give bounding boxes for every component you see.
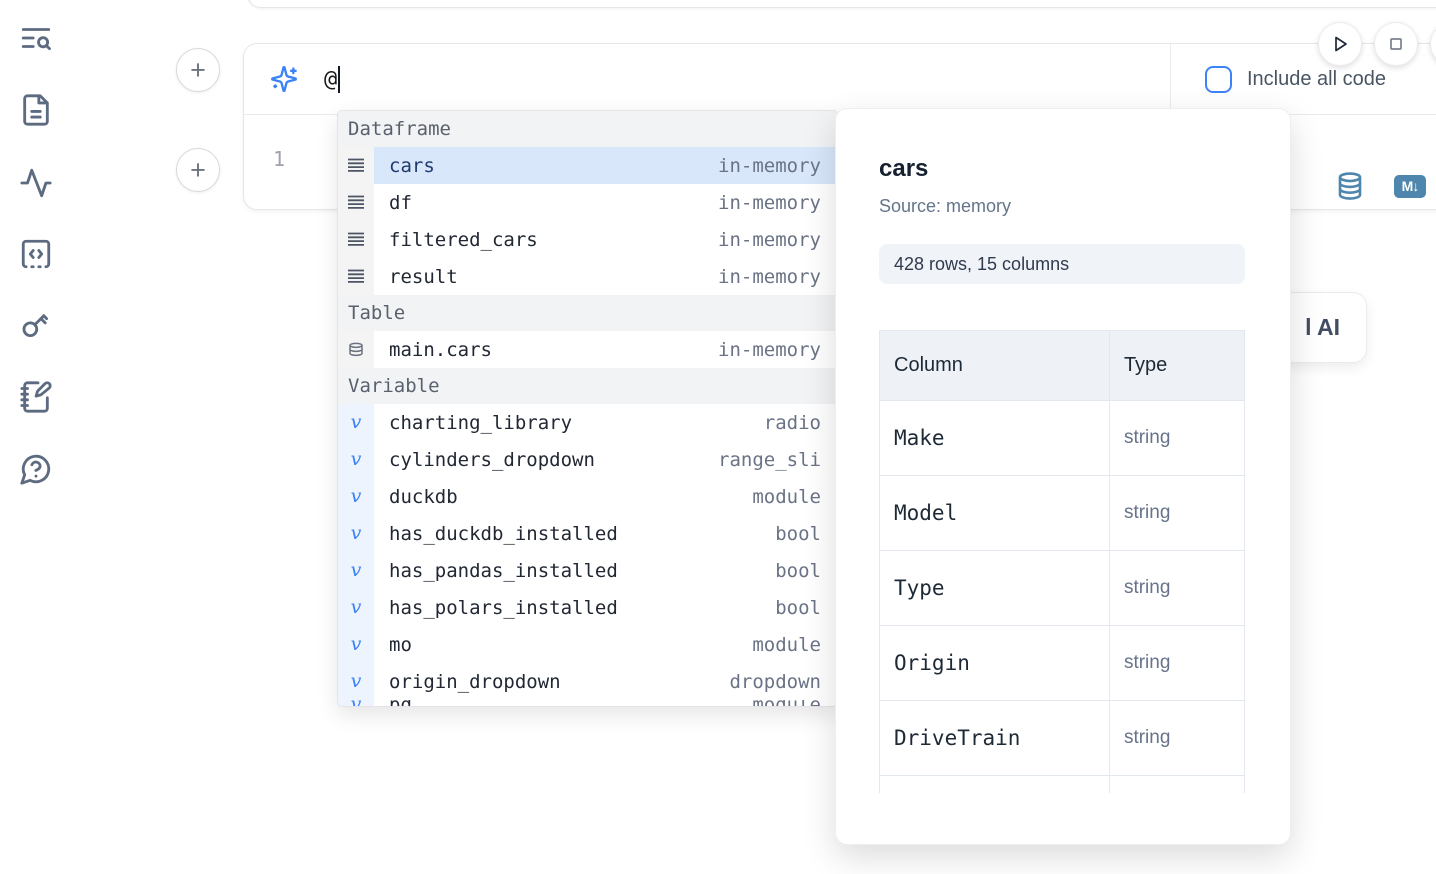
preview-shape-badge: 428 rows, 15 columns [879, 244, 1245, 284]
help-chat-icon[interactable] [19, 452, 53, 486]
table-row: Make string [879, 400, 1245, 476]
column-header: Column [879, 330, 1110, 401]
autocomplete-item[interactable]: v origin_dropdown dropdown [338, 663, 837, 700]
item-icon-gutter: v [338, 663, 374, 700]
item-icon-gutter: v [338, 184, 374, 221]
variable-icon: v [350, 559, 362, 581]
autocomplete-item[interactable]: v cars in-memory [338, 147, 837, 184]
autocomplete-item[interactable]: v mo module [338, 626, 837, 663]
previous-cell-edge [247, 0, 1436, 8]
include-code-section: Include all code [1171, 44, 1436, 114]
autocomplete-item[interactable]: v charting_library radio [338, 404, 837, 441]
item-icon-gutter: v [338, 700, 374, 706]
item-icon-gutter: v [338, 331, 374, 368]
autocomplete-item[interactable]: v df in-memory [338, 184, 837, 221]
preview-title: cars [879, 155, 929, 182]
variable-icon: v [350, 633, 362, 655]
play-icon [1328, 32, 1352, 56]
autocomplete-item[interactable]: v main.cars in-memory [338, 331, 837, 368]
prompt-value: @ [324, 66, 338, 92]
table-icon [348, 342, 364, 358]
autocomplete-item[interactable]: v result in-memory [338, 258, 837, 295]
item-icon-gutter: v [338, 258, 374, 295]
autocomplete-item[interactable]: v filtered_cars in-memory [338, 221, 837, 258]
markdown-icon[interactable]: M↓ [1394, 174, 1426, 198]
autocomplete-section-header: Variable [338, 368, 837, 404]
table-row: DriveTrain string [879, 700, 1245, 776]
item-icon-gutter: v [338, 552, 374, 589]
item-icon-gutter: v [338, 221, 374, 258]
ai-prompt-input[interactable]: @ [244, 44, 1171, 114]
cell-actions: M↓ [1335, 171, 1426, 201]
table-row [879, 775, 1245, 793]
variable-icon: v [350, 522, 362, 544]
table-row: Model string [879, 475, 1245, 551]
item-icon-gutter: v [338, 147, 374, 184]
stop-cell-button[interactable] [1374, 22, 1418, 66]
type-header: Type [1108, 330, 1245, 401]
autocomplete-item[interactable]: v duckdb module [338, 478, 837, 515]
item-icon-gutter: v [338, 478, 374, 515]
autocomplete-item[interactable]: v has_pandas_installed bool [338, 552, 837, 589]
item-icon-gutter: v [338, 626, 374, 663]
add-cell-above-button[interactable]: + [176, 48, 220, 92]
notebook-pen-icon[interactable] [19, 380, 53, 414]
dataframe-icon [347, 269, 365, 284]
variable-icon: v [350, 670, 362, 692]
key-icon[interactable] [19, 308, 53, 342]
text-caret [338, 65, 341, 93]
autocomplete-section-header: Table [338, 295, 837, 331]
item-icon-gutter: v [338, 515, 374, 552]
dataframe-icon [347, 195, 365, 210]
dataframe-preview-popup: cars Source: memory 428 rows, 15 columns… [835, 108, 1291, 845]
code-editor[interactable]: 1 [244, 115, 1436, 209]
file-text-icon[interactable] [19, 93, 53, 127]
item-icon-gutter: v [338, 441, 374, 478]
columns-table: Column Type Make string Model string Typ… [879, 330, 1245, 793]
item-icon-gutter: v [338, 404, 374, 441]
dataframe-icon [347, 158, 365, 173]
variable-icon: v [350, 448, 362, 470]
add-cell-below-button[interactable]: + [176, 148, 220, 192]
include-all-code-label: Include all code [1247, 67, 1386, 90]
run-cell-button[interactable] [1318, 22, 1362, 66]
autocomplete-item[interactable]: v pd module [338, 700, 837, 706]
variable-icon: v [350, 596, 362, 618]
dataframe-icon [347, 232, 365, 247]
database-icon[interactable] [1335, 171, 1365, 201]
autocomplete-item[interactable]: v cylinders_dropdown range_sli [338, 441, 837, 478]
table-row: Type string [879, 550, 1245, 626]
autocomplete-item[interactable]: v has_duckdb_installed bool [338, 515, 837, 552]
stop-icon [1384, 32, 1408, 56]
autocomplete-item[interactable]: v has_polars_installed bool [338, 589, 837, 626]
activity-icon[interactable] [19, 166, 53, 200]
variable-icon: v [350, 485, 362, 507]
item-icon-gutter: v [338, 589, 374, 626]
sidebar [0, 0, 72, 874]
text-search-icon[interactable] [19, 21, 53, 55]
variable-icon: v [351, 700, 362, 706]
table-row: Origin string [879, 625, 1245, 701]
ai-prompt-row: @ Include all code [244, 44, 1436, 115]
preview-table-wrap: Column Type Make string Model string Typ… [879, 330, 1245, 793]
variable-icon: v [350, 411, 362, 433]
include-all-code-checkbox[interactable] [1205, 65, 1232, 93]
sparkles-icon [270, 65, 298, 93]
preview-source: Source: memory [879, 196, 1012, 216]
autocomplete-section-header: Dataframe [338, 111, 837, 147]
line-number: 1 [273, 147, 286, 171]
autocomplete-popup: Dataframe v cars in-memory v df [337, 110, 838, 707]
code-cell-icon[interactable] [19, 237, 53, 271]
